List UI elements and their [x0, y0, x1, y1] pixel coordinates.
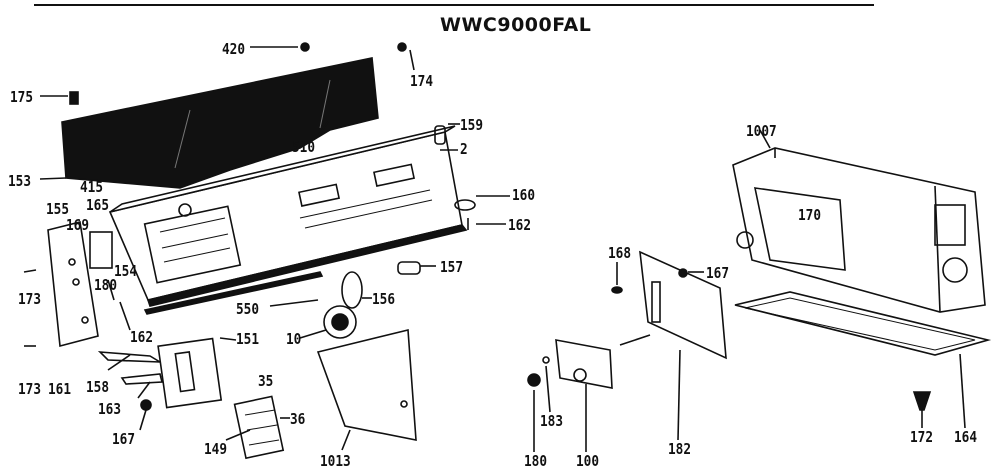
label-151: 151	[236, 330, 260, 348]
screw-420	[300, 42, 310, 52]
screw-167b	[678, 268, 688, 278]
label-175: 175	[10, 88, 34, 106]
panel-label-plate	[143, 205, 242, 284]
label-174: 174	[410, 72, 434, 90]
label-165: 165	[86, 196, 110, 214]
label-420: 420	[222, 40, 246, 58]
cover-151	[157, 337, 223, 409]
switch-35	[233, 395, 285, 460]
label-36: 36	[290, 410, 306, 428]
bracket-clip	[89, 231, 113, 269]
backsplash-panel	[61, 57, 379, 189]
washer-160	[454, 199, 476, 211]
label-180a: 180	[94, 276, 118, 294]
top-border-line	[34, 4, 874, 6]
timer-100	[555, 339, 613, 389]
bracket-182	[639, 250, 727, 360]
cabinet-1007	[732, 147, 986, 313]
label-156: 156	[372, 290, 396, 308]
screw-174	[397, 42, 407, 52]
label-35: 35	[258, 372, 274, 390]
clip-159	[434, 125, 446, 145]
label-167a: 167	[112, 430, 136, 448]
plate-158	[97, 351, 161, 363]
foot-172	[912, 391, 932, 411]
screw-183	[542, 356, 550, 364]
label-155: 155	[46, 200, 70, 218]
label-157: 157	[440, 258, 464, 276]
label-162b: 162	[130, 328, 154, 346]
label-1013: 1013	[320, 452, 351, 470]
label-170: 170	[798, 206, 822, 224]
label-168: 168	[608, 244, 632, 262]
nut-180	[527, 373, 541, 387]
label-163: 163	[98, 400, 122, 418]
label-173b: 173	[18, 380, 42, 398]
label-164: 164	[954, 428, 978, 446]
label-2: 2	[460, 140, 468, 158]
diagram-title: WWC9000FAL	[440, 14, 592, 36]
cam-156	[341, 271, 363, 309]
label-162a: 162	[508, 216, 532, 234]
panel-1013	[316, 328, 417, 441]
label-550: 550	[236, 300, 260, 318]
label-169: 169	[66, 216, 90, 234]
label-167b: 167	[706, 264, 730, 282]
label-100: 100	[576, 452, 600, 470]
label-158: 158	[86, 378, 110, 396]
label-180b: 180	[524, 452, 548, 470]
label-161: 161	[48, 380, 72, 398]
screw-168	[611, 286, 623, 294]
label-172: 172	[910, 428, 934, 446]
label-182: 182	[668, 440, 692, 458]
trim-strip	[146, 224, 468, 307]
label-154: 154	[114, 262, 138, 280]
label-10: 10	[286, 330, 302, 348]
label-160: 160	[512, 186, 536, 204]
label-1007: 1007	[746, 122, 777, 140]
side-bracket	[47, 221, 99, 348]
tray-164	[734, 291, 992, 356]
label-510: 510	[292, 138, 316, 156]
screw-167	[140, 399, 152, 411]
plate-163	[120, 373, 164, 385]
label-415: 415	[80, 178, 104, 196]
label-173a: 173	[18, 290, 42, 308]
label-153: 153	[8, 172, 32, 190]
label-159: 159	[460, 116, 484, 134]
timer-knob-10	[323, 305, 357, 339]
screw-175	[69, 91, 79, 105]
label-183: 183	[540, 412, 564, 430]
knob-157	[397, 261, 421, 275]
label-149: 149	[204, 440, 228, 458]
